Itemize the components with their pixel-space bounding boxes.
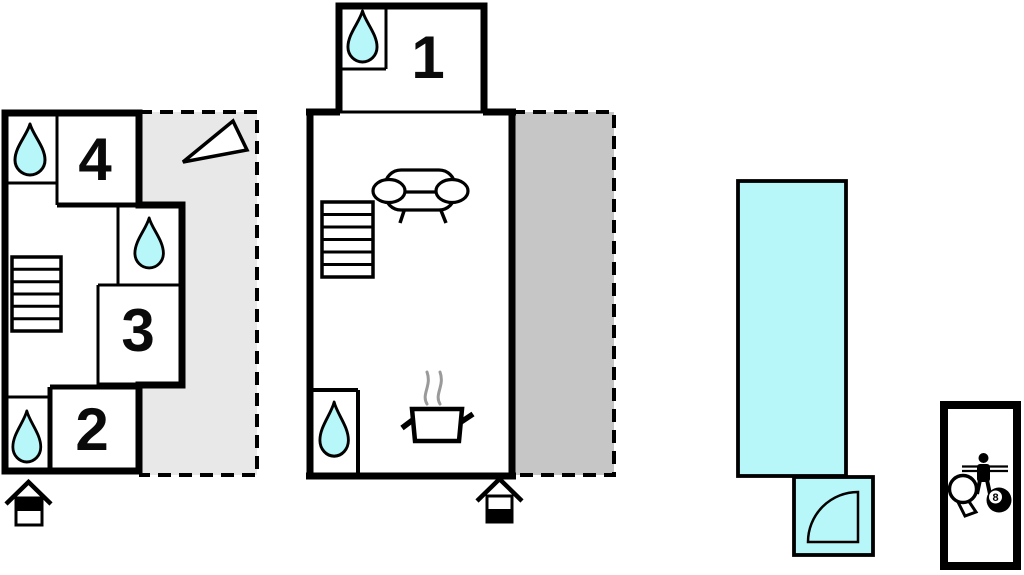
room-3-label: 3 bbox=[121, 297, 154, 364]
room-1-outline bbox=[335, 2, 488, 112]
steam-icon bbox=[423, 370, 443, 406]
room-4-label: 4 bbox=[78, 126, 112, 193]
room-2-label: 2 bbox=[75, 396, 108, 463]
entrance-house-icon bbox=[475, 475, 524, 524]
north-arrow-icon bbox=[181, 118, 250, 164]
eight-ball-label: 8 bbox=[992, 492, 998, 504]
entrance-house-icon bbox=[4, 478, 53, 527]
left-house-partitions bbox=[5, 113, 182, 471]
pool-step-quarter-circle bbox=[806, 490, 860, 544]
main-terrace bbox=[512, 110, 616, 477]
game-room: 8 bbox=[940, 401, 1021, 570]
pool bbox=[736, 179, 875, 557]
sofa-icon bbox=[371, 168, 470, 224]
billiard-8ball-icon: 8 bbox=[986, 487, 1012, 513]
table-tennis-paddle-icon bbox=[947, 473, 979, 518]
left-house: 4 3 2 bbox=[1, 109, 186, 475]
foosball-player-icon bbox=[962, 453, 1008, 495]
main-house: 1 bbox=[306, 2, 516, 480]
stairs-icon bbox=[320, 200, 375, 279]
cooking-pot-icon bbox=[400, 406, 475, 444]
stairs-icon bbox=[10, 255, 63, 333]
room-1-label: 1 bbox=[411, 24, 444, 91]
